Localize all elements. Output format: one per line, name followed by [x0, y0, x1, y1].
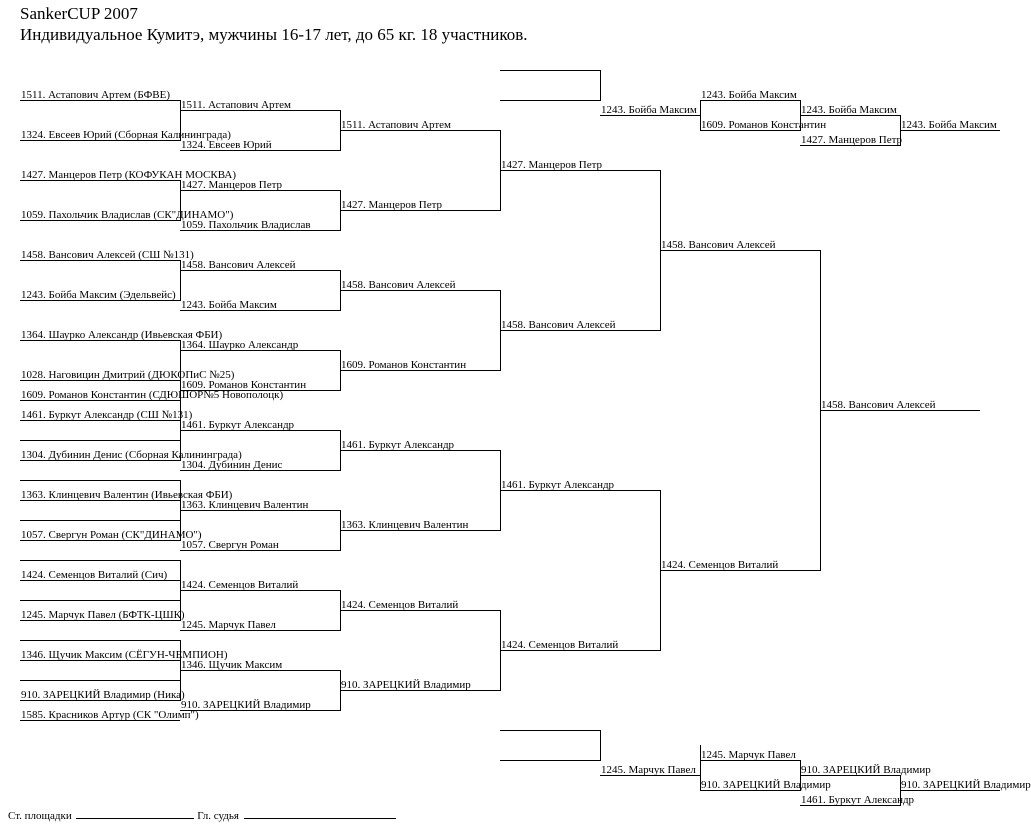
tournament-bracket: [20, 70, 1000, 806]
judge-signature-line: [243, 808, 396, 819]
page-subtitle: Индивидуальное Кумитэ, мужчины 16-17 лет…: [20, 25, 528, 44]
platform-signature-line: [76, 808, 195, 819]
signature-footer: Ст. площадки Гл. судья: [8, 808, 396, 822]
platform-label: Ст. площадки: [8, 810, 72, 822]
page-title: SankerCUP 2007: [20, 4, 138, 23]
judge-label: Гл. судья: [197, 810, 239, 822]
